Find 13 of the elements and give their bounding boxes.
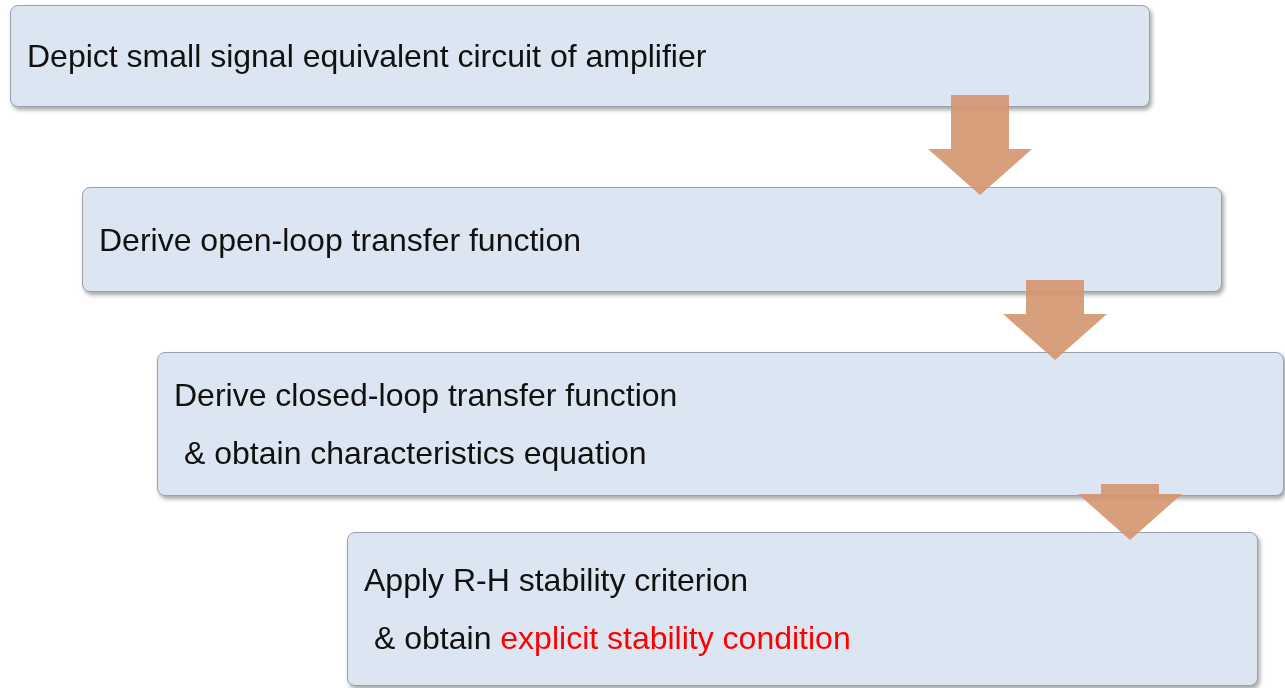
process-box — [347, 532, 1258, 686]
step-text: Depict small signal equivalent circuit of amplifier — [27, 37, 708, 76]
process-box — [82, 187, 1222, 292]
step-text: Derive open-loop transfer function — [99, 220, 583, 260]
step-text: Derive closed-loop transfer function — [174, 376, 679, 415]
process-box — [10, 5, 1150, 107]
process-box — [157, 352, 1284, 496]
step-text: Apply R-H stability criterion — [364, 561, 750, 600]
block-arrow — [1078, 484, 1182, 540]
block-arrow — [1003, 280, 1107, 360]
step-text: & obtain characteristics equation — [183, 434, 648, 473]
step-text: & obtain explicit stability condition — [373, 619, 852, 658]
block-arrow — [928, 95, 1032, 195]
